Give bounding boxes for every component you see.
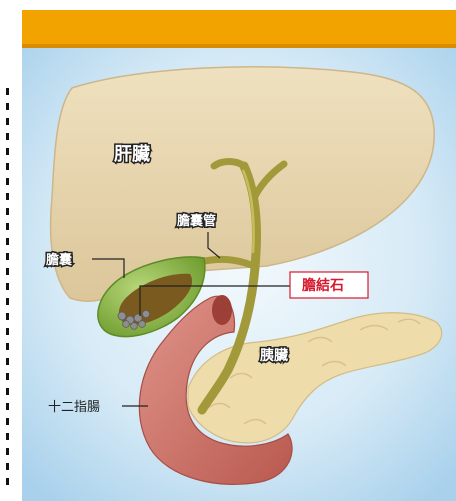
header-bar xyxy=(22,10,456,48)
pancreas-label: 胰臟 xyxy=(260,347,288,364)
binding-dash-strip xyxy=(6,88,9,493)
duodenum-label: 十二指腸 xyxy=(48,400,100,415)
gallbladder-label: 膽囊 xyxy=(46,252,73,268)
duodenum-opening xyxy=(212,295,232,325)
gallstone-label: 膽結石 xyxy=(302,277,344,294)
anatomy-illustration: 肝臟 膽囊管 膽囊 膽結石 胰臟 十二指腸 xyxy=(22,48,456,501)
liver-label: 肝臟 xyxy=(114,143,150,165)
left-margin xyxy=(0,0,22,501)
cystic-duct-label: 膽囊管 xyxy=(177,213,216,229)
